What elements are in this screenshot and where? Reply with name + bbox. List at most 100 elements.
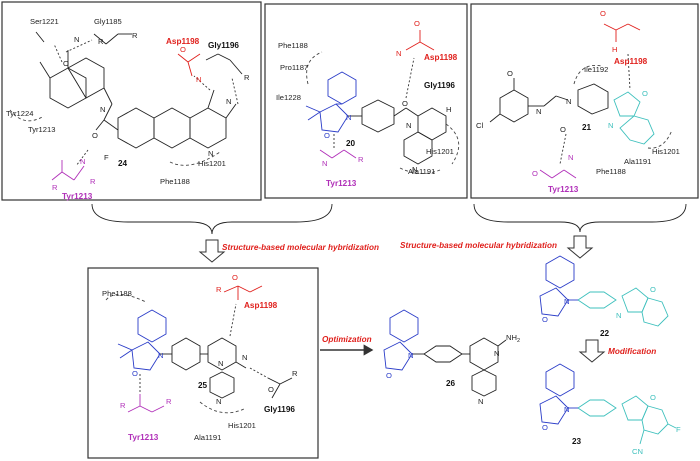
residue-asp1198: Asp1198 (424, 53, 458, 62)
ring (545, 255, 575, 289)
optimization-label: Optimization (322, 335, 372, 344)
atom-label: Cl (476, 121, 483, 130)
atom-label: R (358, 155, 364, 164)
atom-label: N (478, 397, 483, 406)
compound-label-22: 22 (600, 329, 610, 338)
ring (619, 115, 655, 145)
residue-his1201: His1201 (652, 147, 680, 156)
ring (539, 287, 569, 317)
residue-tyr1213-mag: Tyr1213 (128, 433, 159, 442)
atom-label: N (564, 405, 569, 414)
nh2-label: NH2 (506, 333, 520, 344)
hybridization-brace-left: Structure-based molecular hybridization (91, 203, 379, 263)
residue-phe1188: Phe1188 (160, 177, 190, 186)
atom-label: O (542, 423, 548, 432)
hybrid-label-2: Structure-based molecular hybridization (400, 241, 557, 250)
atom-label: F (676, 425, 681, 434)
atom-label: N (616, 311, 621, 320)
ring (389, 309, 419, 343)
atom-label: N (80, 157, 85, 166)
atom-label: H (612, 45, 617, 54)
atom-label: R (132, 31, 138, 40)
ring (361, 99, 395, 133)
atom-label: N (608, 121, 613, 130)
residue-his1201: His1201 (198, 159, 226, 168)
atom-label: N (242, 353, 247, 362)
atom-label: O (92, 131, 98, 140)
compound-label-21: 21 (582, 123, 592, 132)
compound-label-23: 23 (572, 437, 582, 446)
atom-label: R (244, 73, 250, 82)
compound-label-24: 24 (118, 159, 128, 168)
ring (319, 103, 349, 133)
atom-label: CN (632, 447, 643, 456)
residue-ala1191: Ala1191 (194, 433, 221, 442)
atom-label: O (414, 19, 420, 28)
atom-label: N (564, 297, 569, 306)
atom-label: O (402, 99, 408, 108)
residue-ala1191: Ala1191 (624, 157, 651, 166)
modification-label: Modification (608, 347, 656, 356)
panel-compound-20: O N O N H N O N N R Phe1188 Pro1187 Ile1… (264, 3, 468, 199)
atom-label: N (322, 159, 327, 168)
compound-22: O N O N 22 (539, 255, 669, 338)
atom-label: N (74, 35, 79, 44)
ring (577, 83, 609, 115)
atom-label: O (507, 69, 513, 78)
panel-frame (87, 267, 319, 459)
residue-tyr1213-mag: Tyr1213 (326, 179, 357, 188)
ring (383, 341, 413, 371)
ring (471, 369, 497, 397)
atom-label: N (346, 113, 351, 122)
ring (469, 337, 499, 371)
residue-ile1192: Ile1192 (584, 65, 608, 74)
panel-compound-21: O Cl N N O O N O H O N Asp1198 Ile1192 H… (470, 3, 699, 199)
atom-label: O (63, 59, 69, 68)
atom-label: R (292, 369, 298, 378)
hybrid-label-1: Structure-based molecular hybridization (222, 243, 379, 252)
atom-label: N (406, 121, 411, 130)
ring (577, 399, 617, 417)
atom-label: N (218, 359, 223, 368)
atom-label: O (268, 385, 274, 394)
compound-26: O N N N NH2 26 (383, 309, 520, 406)
atom-label: R (90, 177, 96, 186)
atom-label: O (232, 273, 238, 282)
atom-label: N (196, 75, 201, 84)
ring (621, 287, 649, 313)
atom-label: N (226, 97, 231, 106)
ring (131, 341, 161, 371)
ring (577, 291, 617, 309)
residue-ser1221: Ser1221 (30, 17, 59, 26)
ring (641, 297, 669, 327)
atom-label: O (650, 393, 656, 402)
compound-label-25: 25 (198, 381, 208, 390)
residue-asp1198: Asp1198 (244, 301, 278, 310)
ring (171, 337, 201, 371)
atom-label: N (396, 49, 401, 58)
ring (539, 395, 569, 425)
atom-label: R (98, 37, 104, 46)
panel-compound-24: O N O F R N R N N R O N R N R Ser1221 Gl… (1, 1, 262, 201)
atom-label: N (568, 153, 573, 162)
atom-label: N (158, 351, 163, 360)
residue-asp1198: Asp1198 (614, 57, 648, 66)
atom-label: N (408, 351, 413, 360)
atom-label: O (650, 285, 656, 294)
residue-tyr1213-mag: Tyr1213 (548, 185, 579, 194)
atom-label: N (412, 165, 417, 174)
residue-tyr1224: Tyr1224 (6, 109, 33, 118)
atom-label: N (216, 397, 221, 406)
residue-gly1196: Gly1196 (424, 81, 455, 90)
atom-label: R (52, 183, 58, 192)
compound-23: O N O F CN 23 (539, 363, 681, 456)
atom-label: R (166, 397, 172, 406)
panel-frame (264, 3, 468, 199)
hybridization-brace-right: Structure-based molecular hybridization (400, 203, 687, 259)
ring (67, 57, 105, 99)
compound-label-26: 26 (446, 379, 456, 388)
atom-label: F (104, 153, 109, 162)
residue-tyr1213-mag: Tyr1213 (62, 192, 93, 201)
ring (209, 371, 235, 399)
